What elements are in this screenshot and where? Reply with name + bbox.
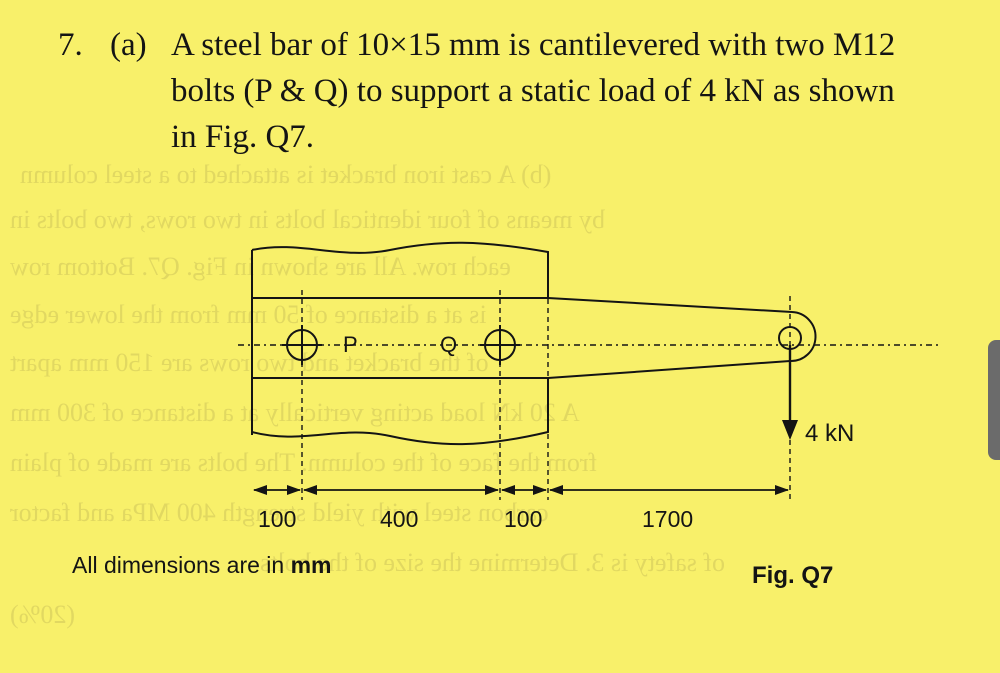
units-note: All dimensions are in mm [72, 552, 332, 579]
dimension-label-4: 1700 [642, 506, 694, 532]
question-number: 7. [58, 27, 83, 63]
question-line-3: in Fig. Q7. [171, 119, 315, 155]
bolt-hole-p [282, 325, 322, 365]
load-arrow [782, 345, 798, 440]
steel-bar [252, 297, 817, 379]
units-note-prefix: All dimensions are in [72, 552, 291, 578]
question-line-2: bolts (P & Q) to support a static load o… [171, 73, 895, 109]
dimension-label-1: 100 [258, 506, 297, 532]
hole-centre-marks [301, 290, 791, 500]
dimension-label-2: 400 [380, 506, 419, 532]
question-line-1: A steel bar of 10×15 mm is cantilevered … [171, 27, 896, 63]
load-label: 4 kN [805, 420, 855, 447]
dimension-label-3: 100 [504, 506, 543, 532]
support-block [251, 241, 549, 446]
question-part: (a) [110, 27, 147, 63]
question-text: A steel bar of 10×15 mm is cantilevered … [171, 22, 1000, 160]
bolt-hole-q [480, 325, 520, 365]
figure-caption: Fig. Q7 [752, 562, 834, 589]
scroll-handle[interactable] [988, 340, 1000, 460]
hole-label-p: P [343, 332, 358, 357]
units-note-unit: mm [290, 552, 332, 578]
hole-label-q: Q [440, 332, 458, 357]
